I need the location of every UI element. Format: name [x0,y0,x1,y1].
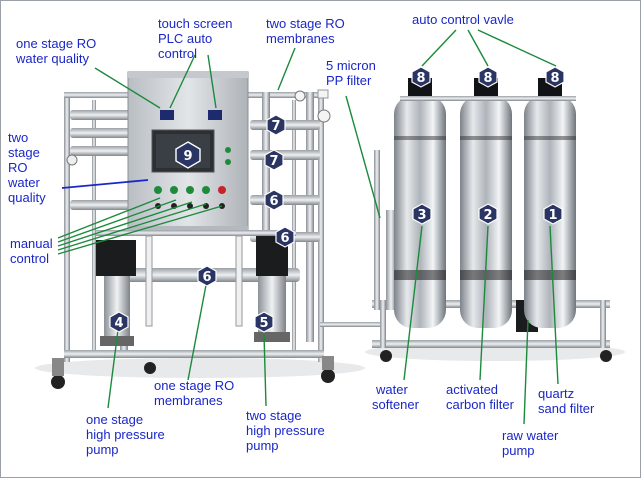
svg-text:6: 6 [202,270,211,285]
badge-6-right: 6 [264,189,284,211]
label-touch-screen: touch screen PLC auto control [158,16,233,61]
svg-text:7: 7 [269,154,278,169]
badge-4: 4 [109,311,129,333]
badge-6-right-lower: 6 [275,226,295,248]
svg-text:7: 7 [271,119,280,134]
svg-text:3: 3 [417,208,426,223]
floor-shadow [35,358,365,378]
svg-text:8: 8 [550,71,559,86]
label-two-stage-ro-membranes: two stage RO membranes [266,16,345,46]
svg-text:8: 8 [416,71,425,86]
leader-line-blue [61,179,149,189]
badge-7-upper: 7 [266,114,286,136]
svg-text:6: 6 [280,231,289,246]
tank-activated-carbon [460,78,512,328]
svg-text:8: 8 [483,71,492,86]
label-one-stage-pump: one stage high pressure pump [86,412,165,457]
badge-6-lower: 6 [197,265,217,287]
flow-meters [145,235,243,327]
svg-text:1: 1 [548,208,557,223]
badge-5: 5 [254,311,274,333]
label-two-stage-pump: two stage high pressure pump [246,408,325,453]
badge-8-left: 8 [411,66,431,88]
connecting-pipe [320,322,380,327]
label-quartz-sand: quartz sand filter [538,386,595,416]
badge-8-right: 8 [545,66,565,88]
svg-text:5: 5 [259,316,268,331]
svg-text:6: 6 [269,194,278,209]
badge-1: 1 [543,203,563,225]
badge-2: 2 [478,203,498,225]
label-raw-water-pump: raw water pump [502,428,559,458]
tank-quartz-sand [524,78,576,328]
label-two-stage-ro-water-quality: two stage RO water quality [8,130,46,205]
tank-water-softener [394,78,446,328]
badge-7-lower: 7 [264,149,284,171]
label-activated-carbon: activated carbon filter [446,382,514,412]
svg-text:2: 2 [483,208,492,223]
label-pp-filter: 5 micron PP filter [326,58,376,88]
badge-3: 3 [412,203,432,225]
leader-lines [57,29,559,425]
tank-top-pipe [400,96,576,101]
membrane-tubes-left [66,110,130,210]
badge-8-middle: 8 [478,66,498,88]
badge-9: 9 [175,141,201,169]
label-manual-control: manual control [10,236,53,266]
label-one-stage-ro-membranes: one stage RO membranes [154,378,235,408]
svg-text:9: 9 [183,149,192,164]
svg-text:4: 4 [114,316,123,331]
label-one-stage-ro-water-quality: one stage RO water quality [16,36,97,66]
label-water-softener: water softener [372,382,419,412]
label-auto-control-valve: auto control vavle [412,12,514,27]
